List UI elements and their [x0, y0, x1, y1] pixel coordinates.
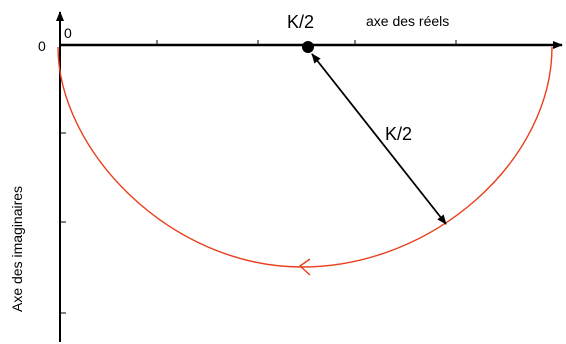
origin-zero-left-label: 0 — [38, 38, 46, 54]
center-point — [302, 41, 314, 53]
real-axis-label: axe des réels — [366, 13, 449, 29]
radius-k-half-label: K/2 — [385, 124, 412, 144]
origin-zero-right-label: 0 — [64, 25, 72, 41]
imaginary-axis-label: Axe des imaginaires — [9, 186, 25, 312]
center-k-half-label: K/2 — [287, 12, 314, 32]
curve-direction-arrow-icon — [298, 258, 311, 276]
imaginary-axis-ticks — [60, 132, 66, 314]
real-axis-ticks — [156, 40, 457, 45]
radius-double-arrow — [311, 53, 447, 225]
nyquist-semicircle-curve — [57, 46, 553, 268]
